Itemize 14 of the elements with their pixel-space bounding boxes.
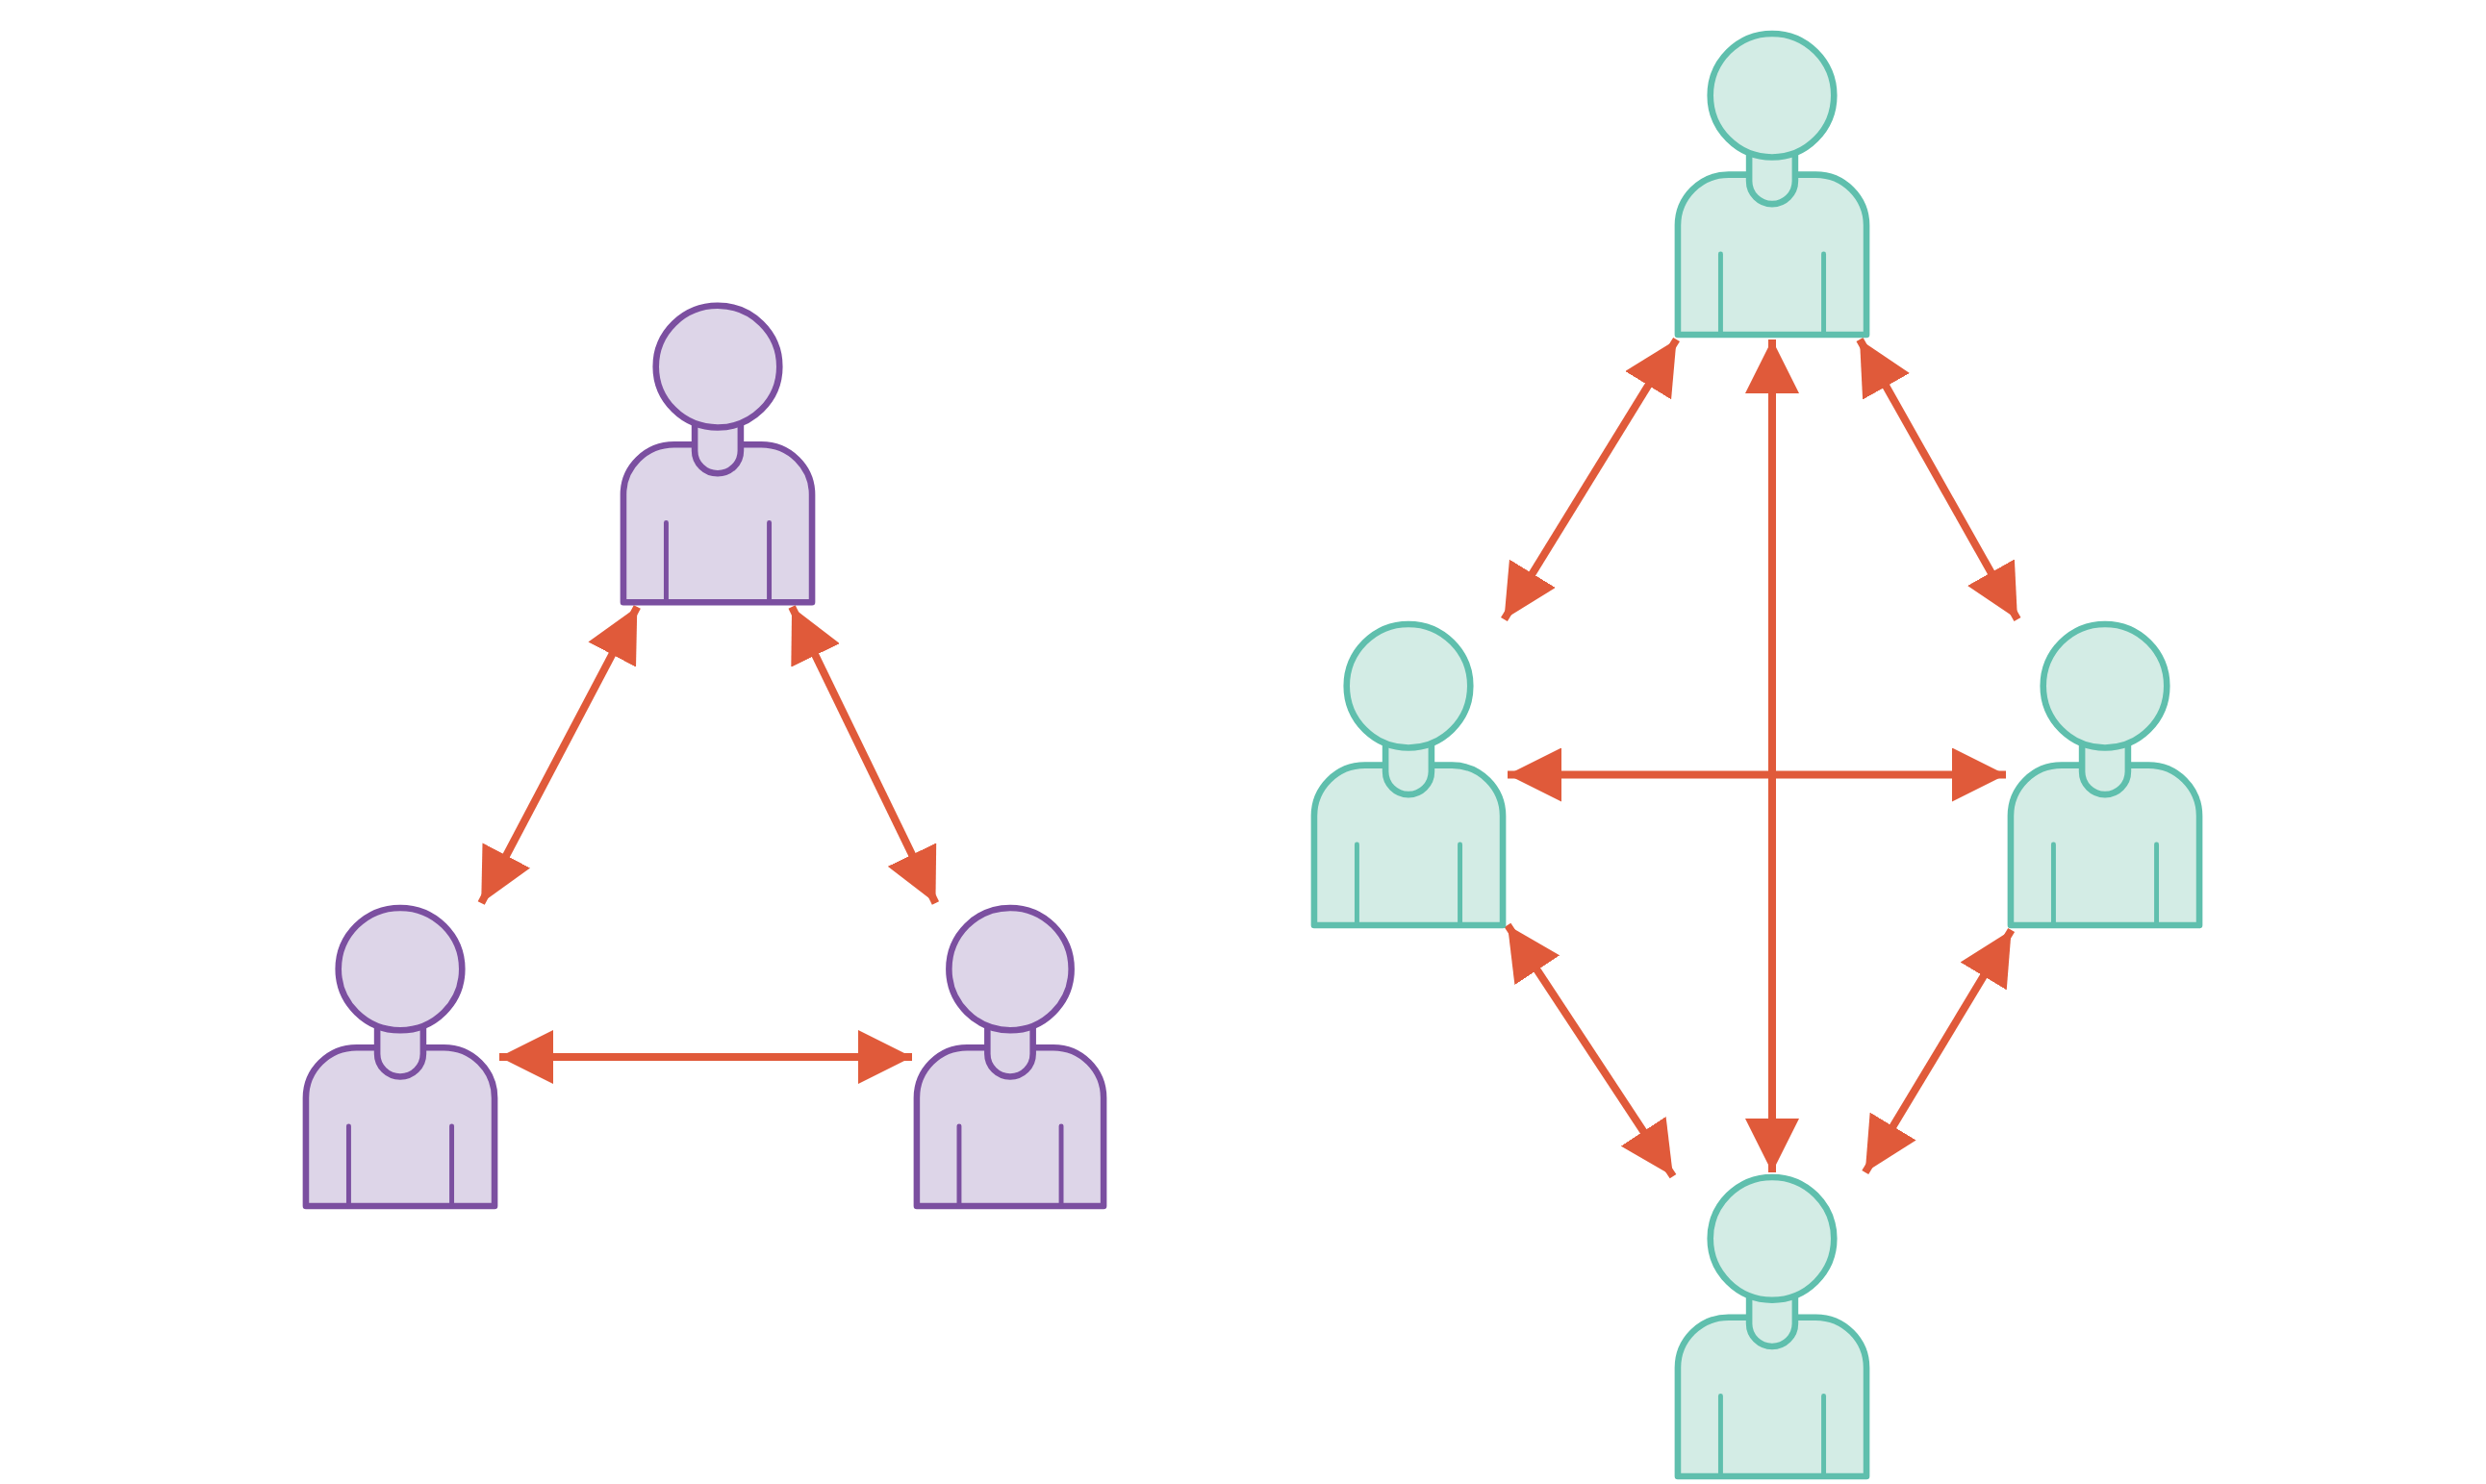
person-figure [619,301,817,607]
double-arrow [1745,340,1799,1172]
person-figure [912,903,1108,1211]
double-arrow [1856,338,2021,621]
double-arrow [1862,927,2016,1175]
person-figure [301,903,499,1211]
double-arrow [788,605,939,905]
person-figure [2006,619,2204,930]
double-arrow [1504,922,1677,1179]
person-figure [1673,1172,1871,1481]
person-figure [1309,619,1508,930]
person-figure [1673,29,1871,340]
double-arrow [477,605,641,905]
double-arrow [1501,337,1680,622]
